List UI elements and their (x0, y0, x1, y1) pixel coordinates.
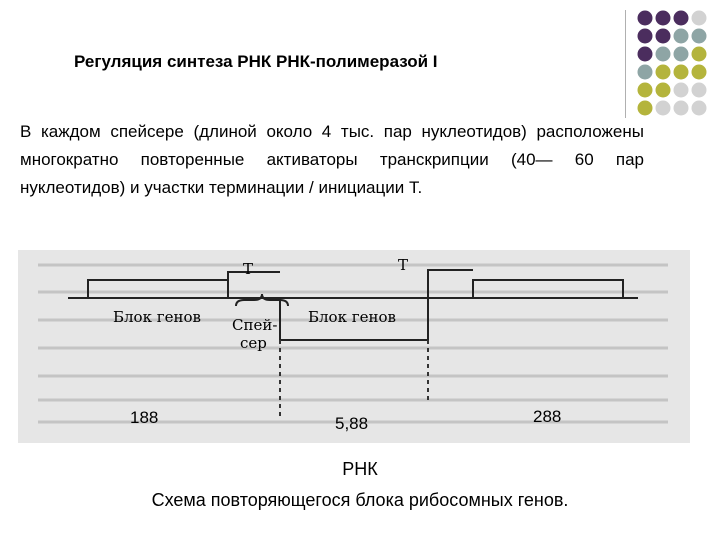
body-paragraph: В каждом спейсере (длиной около 4 тыс. п… (20, 122, 644, 197)
label-t-right: Т (398, 256, 408, 274)
label-spacer-line1: Спей- (232, 316, 277, 334)
gene-block-left (87, 279, 229, 299)
background-text-lines (38, 263, 668, 424)
decorative-dot (691, 46, 707, 62)
decorative-dot-grid (637, 10, 707, 116)
gene-block-figure: Т Т Блок генов Спей- сер Блок генов (18, 250, 690, 443)
terminator-marker-left (227, 271, 280, 298)
decorative-dot (673, 28, 689, 44)
gene-block-diagram: Т Т Блок генов Спей- сер Блок генов (38, 256, 668, 424)
label-block-left: Блок генов (113, 308, 201, 326)
decorative-dot (673, 10, 689, 26)
decorative-dot (691, 82, 707, 98)
decorative-dot (673, 100, 689, 116)
decorative-dot (637, 64, 653, 80)
decorative-dot (637, 46, 653, 62)
decorative-dot (637, 82, 653, 98)
decorative-dot (691, 28, 707, 44)
decorative-dot (637, 28, 653, 44)
rnk-label: РНК (342, 459, 378, 479)
gene-block-right (472, 279, 624, 299)
decorative-dot (637, 10, 653, 26)
label-spacer-line2: сер (240, 334, 267, 352)
label-block-middle: Блок генов (308, 308, 396, 326)
decorative-dot (655, 10, 671, 26)
decorative-dot (673, 64, 689, 80)
decorative-dot (691, 10, 707, 26)
number-middle: 5,88 (335, 414, 369, 433)
transcript-outline (279, 298, 429, 341)
slide-title: Регуляция синтеза РНК РНК-полимеразой I (74, 52, 438, 71)
number-left: 188 (130, 408, 159, 427)
terminator-marker-right (427, 269, 473, 298)
decorative-dot (655, 82, 671, 98)
decorative-dot (637, 100, 653, 116)
decorative-dot (655, 100, 671, 116)
decorative-dot (655, 64, 671, 80)
decorative-dot (691, 100, 707, 116)
decorative-dot (691, 64, 707, 80)
decorative-dot (655, 28, 671, 44)
decorative-dot (673, 82, 689, 98)
spacer-brace (235, 293, 289, 307)
decorative-divider (625, 10, 626, 118)
decorative-dot (673, 46, 689, 62)
figure-caption: Схема повторяющегося блока рибосомных ге… (151, 490, 569, 510)
number-right: 288 (533, 407, 562, 426)
decorative-dot (655, 46, 671, 62)
label-t-left: Т (243, 260, 253, 278)
